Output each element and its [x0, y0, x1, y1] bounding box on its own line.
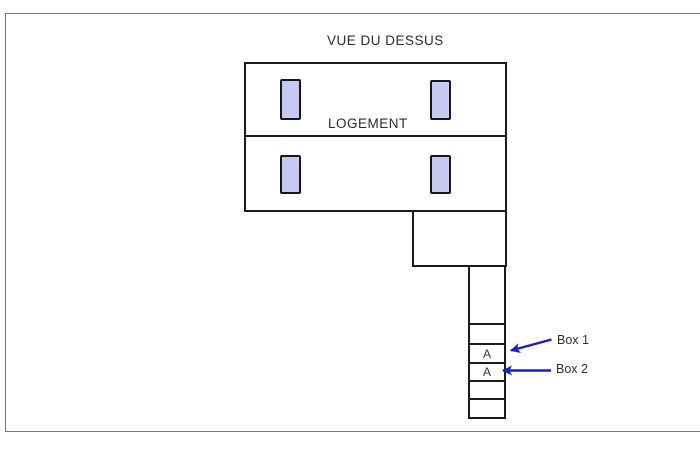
building-window-top-right	[430, 80, 451, 120]
box-cell-box1: A	[470, 343, 504, 362]
building-window-bottom-right	[430, 155, 451, 194]
box-cell-box2: A	[470, 362, 504, 380]
annex-outline	[412, 212, 507, 267]
building-outline: LOGEMENT	[244, 62, 507, 212]
building-window-bottom-left	[280, 155, 301, 194]
box-cell	[470, 267, 504, 323]
box-column: A A	[468, 267, 506, 419]
box-cell	[470, 398, 504, 417]
building-label: LOGEMENT	[328, 116, 408, 131]
building-divider-line	[246, 135, 505, 137]
box-cell	[470, 323, 504, 343]
box-cell	[470, 380, 504, 398]
building-window-top-left	[280, 79, 301, 120]
diagram-title: VUE DU DESSUS	[327, 33, 444, 48]
box1-label: Box 1	[557, 333, 589, 347]
box2-label: Box 2	[556, 362, 588, 376]
